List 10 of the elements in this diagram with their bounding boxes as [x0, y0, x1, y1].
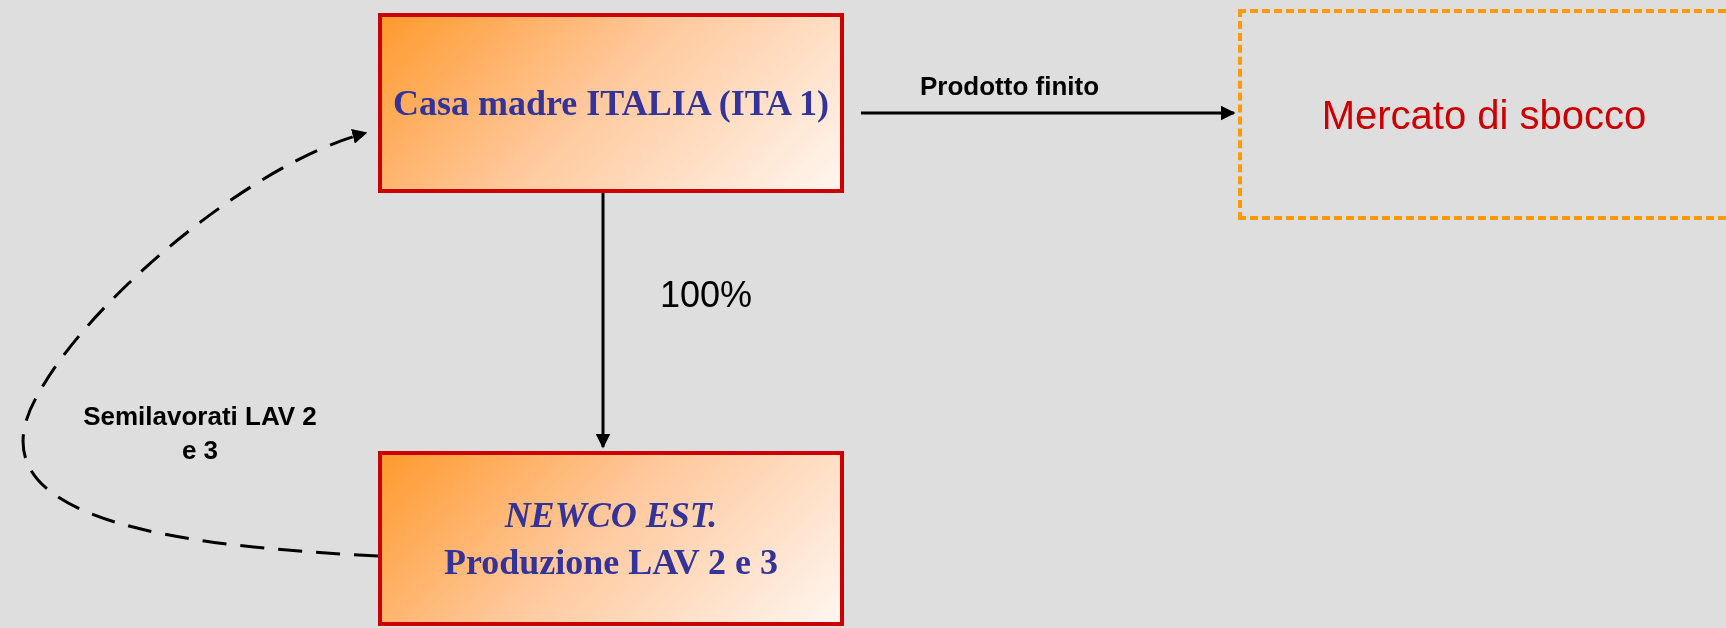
- market-box: [1238, 9, 1726, 220]
- arrow: [861, 105, 1236, 121]
- company-box: [378, 13, 844, 193]
- company-box: [378, 451, 844, 626]
- node-text: Casa madre ITALIA (ITA 1): [392, 81, 829, 125]
- node-text: Produzione LAV 2 e 3: [443, 540, 778, 584]
- node-text: Mercato di sbocco: [1321, 93, 1647, 138]
- arrow: [595, 193, 611, 449]
- node-text: NEWCO EST.: [504, 493, 718, 537]
- dashed-arrow: [22, 130, 379, 558]
